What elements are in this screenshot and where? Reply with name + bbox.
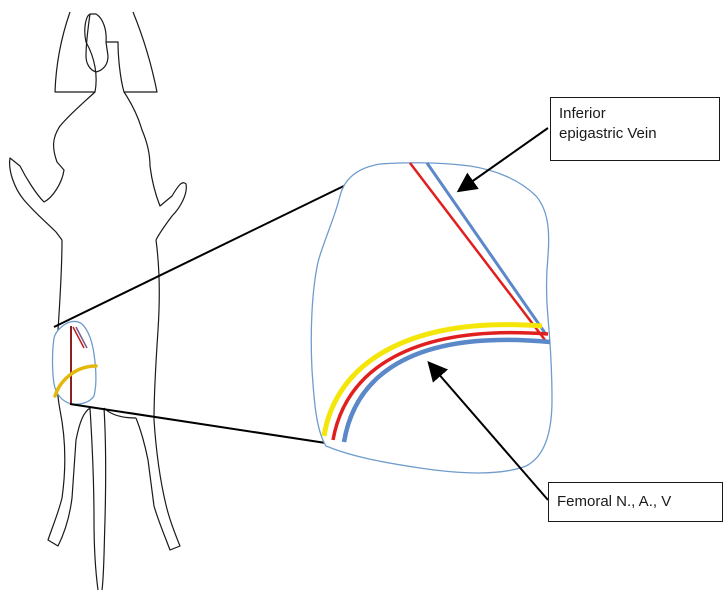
label-line-1: Inferior xyxy=(559,104,711,124)
small-region xyxy=(53,321,97,404)
rat-head xyxy=(55,12,157,92)
inferior-epigastric-vein-label: Inferior epigastric Vein xyxy=(550,97,720,161)
zoom-line-top xyxy=(54,182,352,327)
rat-neck-right xyxy=(124,92,186,240)
rat-body-outline xyxy=(10,12,187,590)
rat-neck xyxy=(10,92,95,240)
zoom-line-bottom xyxy=(70,404,352,447)
small-region-outline xyxy=(53,321,96,404)
rat-torso-right xyxy=(154,240,159,420)
rat-snout xyxy=(86,14,108,72)
femoral-label: Femoral N., A., V xyxy=(548,482,723,522)
rat-hind-leg-right xyxy=(136,418,180,550)
rat-tail xyxy=(90,408,106,590)
enlarged-region xyxy=(311,163,552,473)
femoral-label-text: Femoral N., A., V xyxy=(557,492,714,512)
rat-hind-leg-left xyxy=(48,408,90,546)
label-line-2: epigastric Vein xyxy=(559,124,711,144)
